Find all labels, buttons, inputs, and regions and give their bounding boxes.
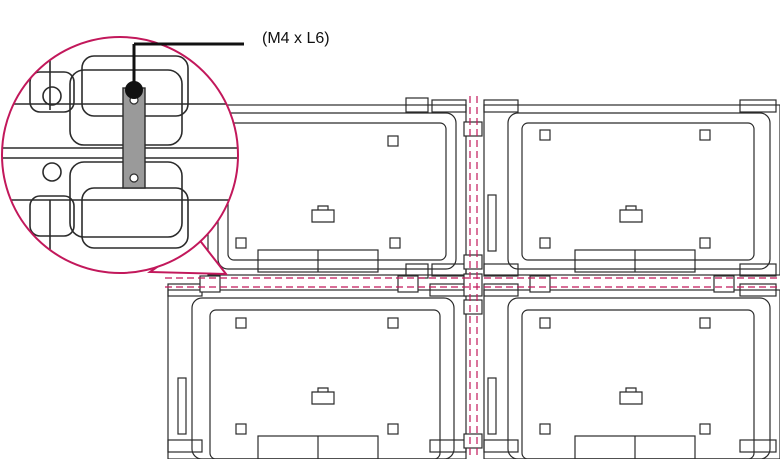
screw-icon [389,237,401,249]
screw-icon [699,237,711,249]
wall-bracket-icon [529,275,551,293]
screw-icon [235,317,247,329]
monitor-top-right [483,99,780,277]
seam-lines [165,96,780,459]
wall-bracket-icon [463,433,483,449]
screw-icon [387,317,399,329]
screw-icon [539,129,551,141]
wall-bracket-icon [397,275,419,293]
wall-bracket-icon [713,275,735,293]
handle-icon [619,387,643,405]
handle-icon [311,205,335,223]
screw-icon [699,317,711,329]
screw-size-label: (M4 x L6) [262,30,330,47]
wall-bracket-icon [199,275,221,293]
monitor-top-left [207,97,467,279]
connector-icon [487,194,497,252]
wall-bracket-icon [463,299,483,315]
wall-bracket-icon [463,254,483,270]
screw-icon [539,317,551,329]
screw-icon [387,135,399,147]
joint-brackets [199,121,735,449]
screw-icon [42,86,62,106]
wall-bracket-icon [463,273,483,297]
screw-icon [699,423,711,435]
connector-icon [177,377,187,435]
connector-icon [487,377,497,435]
handle-icon [311,387,335,405]
monitor-bottom-right [483,283,780,460]
screw-icon [42,162,62,182]
screw-icon [129,173,139,183]
screw-icon [539,237,551,249]
monitor-bottom-left [167,283,467,460]
screw-icon [539,423,551,435]
screw-icon [125,81,143,99]
screw-icon [699,129,711,141]
screw-icon [235,237,247,249]
handle-icon [619,205,643,223]
screw-icon [235,423,247,435]
wall-bracket-icon [463,121,483,137]
magnified-detail [1,36,244,276]
screw-icon [387,423,399,435]
